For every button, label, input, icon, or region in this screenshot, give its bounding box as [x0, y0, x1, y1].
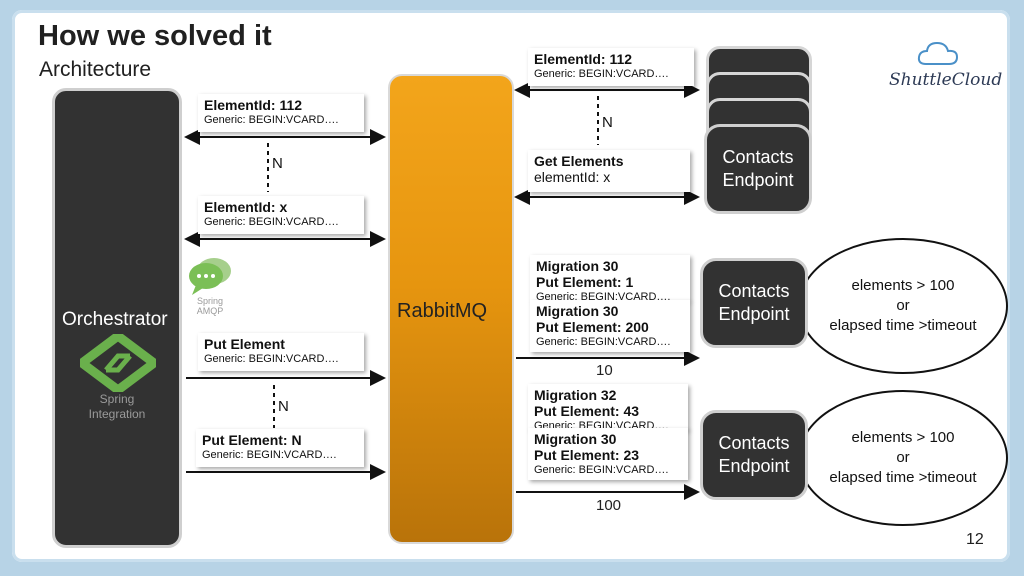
message-body: Generic: BEGIN:VCARD….	[534, 464, 669, 476]
message-title: Put Element: N	[202, 432, 302, 448]
message-card: ElementId: 112 Generic: BEGIN:VCARD….	[528, 48, 694, 86]
batch-count-label: 10	[596, 362, 613, 379]
message-body: Generic: BEGIN:VCARD….	[204, 216, 339, 228]
rabbitmq-label: RabbitMQ	[397, 300, 488, 322]
message-card: Put Element: N Generic: BEGIN:VCARD….	[196, 429, 364, 467]
message-subtitle: Put Element: 43	[534, 403, 640, 419]
cloud-logo-icon	[917, 41, 959, 65]
message-body: elementId: x	[534, 169, 611, 185]
condition-line: elements > 100	[851, 277, 955, 294]
condition-line: or	[896, 297, 910, 314]
contacts-endpoint: Contacts Endpoint	[704, 124, 812, 214]
spring-integration-icon	[80, 334, 156, 392]
message-title: ElementId: 112	[204, 97, 303, 113]
batch-count-label: 100	[596, 497, 622, 514]
message-body: Generic: BEGIN:VCARD….	[534, 420, 669, 430]
message-title: ElementId: x	[204, 199, 288, 215]
n-label: N	[278, 398, 289, 415]
condition-line: elapsed time >timeout	[829, 469, 977, 486]
message-body: Generic: BEGIN:VCARD….	[536, 336, 671, 348]
slide-title: How we solved it	[38, 20, 272, 52]
message-title: Get Elements	[534, 153, 624, 169]
message-card: Put Element Generic: BEGIN:VCARD….	[198, 333, 364, 371]
message-subtitle: Put Element: 200	[536, 319, 649, 335]
message-card: Migration 30 Put Element: 200 Generic: B…	[530, 300, 690, 352]
orchestrator-box	[52, 88, 182, 548]
n-label: N	[602, 114, 613, 131]
message-card: Migration 30 Put Element: 1 Generic: BEG…	[530, 255, 690, 301]
condition-line: elements > 100	[851, 429, 955, 446]
rabbitmq-box	[388, 74, 514, 544]
condition-line: or	[896, 449, 910, 466]
orchestrator-label: Orchestrator	[62, 309, 168, 330]
message-card: Migration 30 Put Element: 23 Generic: BE…	[528, 428, 688, 480]
message-body: Generic: BEGIN:VCARD….	[534, 68, 669, 80]
page-number: 12	[966, 531, 984, 548]
message-title: Migration 30	[536, 258, 619, 274]
message-card: ElementId: x Generic: BEGIN:VCARD….	[198, 196, 364, 234]
spring-amqp-label: Spring AMQP	[196, 296, 224, 316]
contacts-endpoint: Contacts Endpoint	[700, 410, 808, 500]
contacts-endpoint: Contacts Endpoint	[700, 258, 808, 348]
n-label: N	[272, 155, 283, 172]
message-subtitle: Put Element: 23	[534, 447, 640, 463]
slide-subtitle: Architecture	[39, 58, 152, 81]
condition-line: elapsed time >timeout	[829, 317, 977, 334]
message-card: Get Elements elementId: x	[528, 150, 690, 192]
spring-amqp-icon	[189, 258, 231, 295]
message-title: Migration 30	[534, 431, 617, 447]
message-body: Generic: BEGIN:VCARD….	[536, 291, 671, 301]
message-body: Generic: BEGIN:VCARD….	[204, 114, 339, 126]
message-title: ElementId: 112	[534, 51, 633, 67]
message-title: Migration 30	[536, 303, 619, 319]
condition-ellipse: elements > 100 or elapsed time >timeout	[798, 390, 1008, 526]
company-logo: ShuttleCloud	[889, 70, 1003, 90]
message-card: ElementId: 112 Generic: BEGIN:VCARD….	[198, 94, 364, 132]
message-body: Generic: BEGIN:VCARD….	[202, 449, 337, 461]
message-title: Put Element	[204, 336, 285, 352]
message-title: Migration 32	[534, 387, 617, 403]
message-body: Generic: BEGIN:VCARD….	[204, 353, 339, 365]
message-card: Migration 32 Put Element: 43 Generic: BE…	[528, 384, 688, 430]
spring-integration-label: Spring Integration	[88, 392, 146, 421]
condition-ellipse: elements > 100 or elapsed time >timeout	[798, 238, 1008, 374]
message-subtitle: Put Element: 1	[536, 274, 634, 290]
